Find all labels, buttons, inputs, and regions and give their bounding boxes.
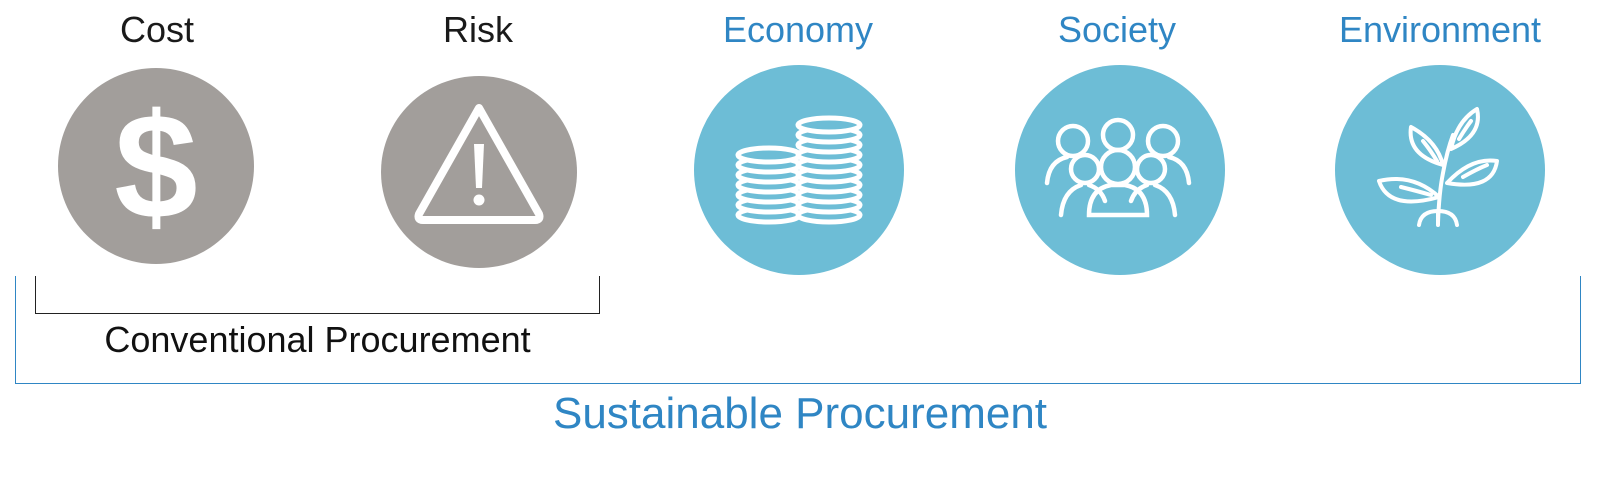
pillar-label-cost: Cost (119, 9, 195, 50)
sustainable-procurement-label: Sustainable Procurement (552, 389, 1048, 438)
cost-circle: $ (58, 68, 254, 264)
risk-circle (381, 76, 577, 268)
pillar-label-environment: Environment (1338, 9, 1542, 50)
economy-circle (694, 65, 904, 275)
pillar-label-risk: Risk (443, 9, 513, 50)
svg-text:$: $ (114, 82, 197, 250)
warning-icon (414, 104, 544, 224)
pillar-label-economy: Economy (722, 9, 874, 50)
dollar-icon: $ (114, 82, 197, 250)
sustainable-procurement-bracket (15, 276, 1581, 384)
people-icon (1044, 117, 1192, 218)
society-circle (1015, 65, 1225, 275)
conventional-procurement-label: Conventional Procurement (104, 319, 531, 360)
coins-icon (735, 115, 863, 225)
plant-icon (1377, 107, 1499, 227)
environment-circle (1335, 65, 1545, 275)
pillar-label-society: Society (1057, 9, 1177, 50)
conventional-procurement-bracket (35, 276, 600, 314)
